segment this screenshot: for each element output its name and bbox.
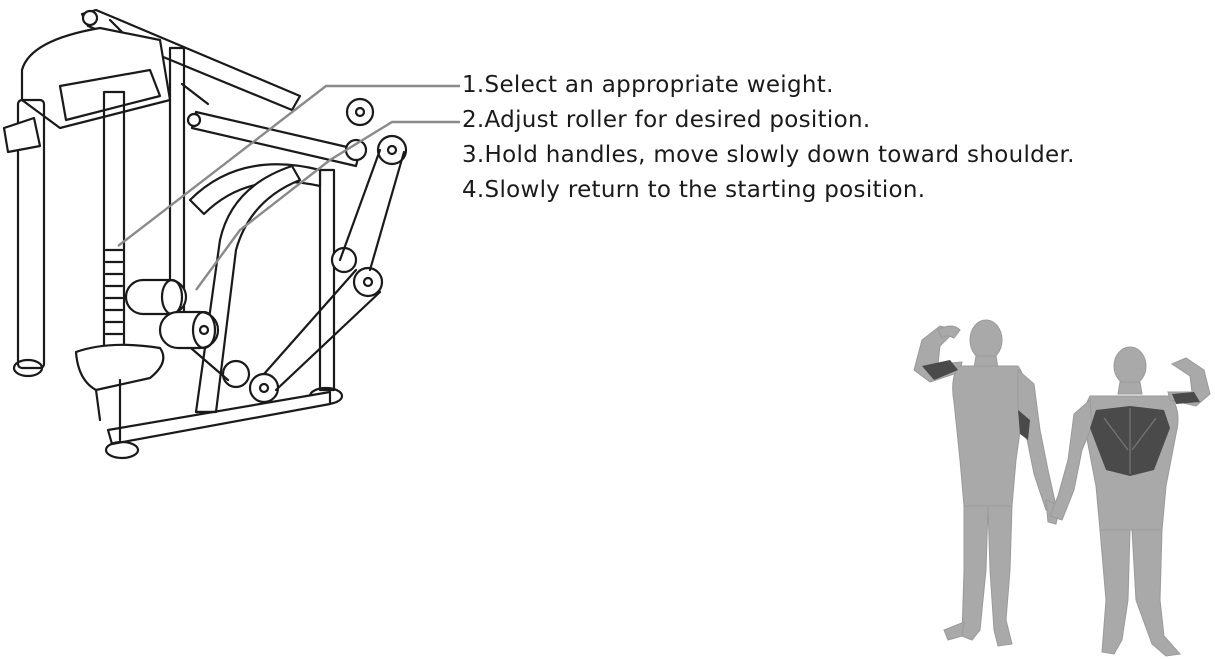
pulley-1 — [345, 97, 375, 127]
lower-roller — [158, 310, 220, 350]
top-arm-cap — [81, 9, 99, 27]
front-lat-highlight — [1018, 410, 1030, 440]
front-bicep-highlight — [922, 360, 958, 380]
seat — [74, 343, 165, 392]
lower-arm — [194, 164, 302, 414]
base — [106, 390, 332, 446]
weight-guide — [102, 90, 126, 358]
leader-weight — [117, 84, 460, 247]
pulley-2 — [376, 134, 408, 166]
instruction-step-1: 1.Select an appropriate weight. — [462, 72, 834, 98]
muscle-anatomy-figures — [913, 319, 1211, 657]
machine-illustration — [2, 8, 460, 460]
instruction-step-4: 4.Slowly return to the starting position… — [462, 177, 926, 203]
left-column — [16, 98, 46, 370]
instruction-list: 1.Select an appropriate weight. 2.Adjust… — [462, 68, 1075, 208]
leader-roller — [195, 120, 460, 291]
instruction-step-3: 3.Hold handles, move slowly down toward … — [462, 142, 1075, 168]
pulley-4 — [221, 359, 251, 389]
back-arm-highlight — [1172, 392, 1200, 404]
upper-roller — [124, 278, 188, 316]
instruction-step-2: 2.Adjust roller for desired position. — [462, 107, 871, 133]
